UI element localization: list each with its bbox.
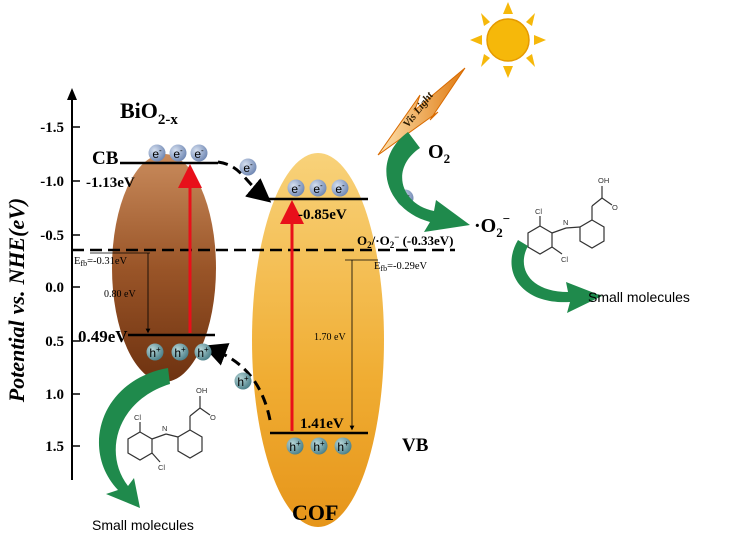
- bio2-electrons: [148, 144, 208, 162]
- y-tick-label: 0.0: [45, 280, 64, 296]
- bio2-gap-label: 0.80 eV: [104, 289, 136, 300]
- molecule-atom-label: N: [563, 218, 568, 227]
- hole-icon: [286, 437, 304, 455]
- electron-icon: [309, 179, 327, 197]
- cof-vb-value: 1.41eV: [300, 416, 344, 432]
- hole-label: h+: [289, 439, 301, 454]
- cof-gap-label: 1.70 eV: [314, 332, 346, 343]
- electron-icon: [287, 179, 305, 197]
- bio2-title: BiO2-x: [120, 98, 178, 128]
- diclofenac-labels-right: Cl Cl N OH O: [535, 176, 618, 264]
- electron-label: e-: [335, 181, 345, 196]
- electron-transfer-arrow: [217, 160, 272, 203]
- redox-label: O2/·O2− (-0.33eV): [357, 232, 453, 250]
- molecule-atom-label: O: [612, 203, 618, 212]
- bio2-vb-value: 0.49eV: [78, 327, 128, 346]
- electron-icon: [148, 144, 166, 162]
- hole-label: h+: [337, 439, 349, 454]
- hole-icon: [171, 343, 189, 361]
- electron-icon: [331, 179, 349, 197]
- superoxide-label: ·O2−: [474, 211, 510, 240]
- y-tick-label: -1.0: [40, 174, 64, 190]
- hole-label: h+: [313, 439, 325, 454]
- cof-vb-label: VB: [402, 435, 429, 456]
- y-tick-label: -1.5: [40, 120, 64, 136]
- cof-electron-labels: e- e- e-: [291, 181, 345, 196]
- bio2-cb-value: -1.13eV: [86, 175, 135, 191]
- hole-label: h+: [197, 345, 209, 360]
- electron-label: e-: [173, 146, 183, 161]
- cof-holes: [286, 437, 352, 455]
- electron-icon: [169, 144, 187, 162]
- degradation-arrow-right: [511, 240, 602, 313]
- cof-title: COF: [292, 500, 338, 525]
- y-tick-label: 1.0: [45, 387, 64, 403]
- electron-icon: [190, 144, 208, 162]
- hole-label: h+: [237, 374, 249, 389]
- o2-reduction-arrow: [386, 132, 470, 232]
- vis-light-bolt-icon: [377, 67, 466, 156]
- products-left-label: Small molecules: [92, 517, 194, 533]
- cof-electrons: [287, 179, 349, 197]
- molecule-atom-label: OH: [196, 386, 207, 395]
- diclofenac-labels-left: Cl Cl N OH O: [134, 386, 216, 472]
- y-tick-label: 1.5: [45, 439, 64, 455]
- svg-text:Potentialvs.NHE(eV): Potential vs. NHE(eV): [4, 198, 29, 403]
- y-tick-label: 0.5: [45, 334, 64, 350]
- electron-label: e-: [313, 181, 323, 196]
- y-tick-labels: -1.5 -1.0 -0.5 0.0 0.5 1.0 1.5: [40, 120, 64, 455]
- y-axis-title-potential: Potential: [4, 319, 29, 403]
- molecule-atom-label: Cl: [561, 255, 568, 264]
- hole-transfer-arrow: [202, 343, 272, 421]
- diclofenac-molecule-right: [527, 186, 613, 255]
- cof-efb-label: Efb=-0.29eV: [374, 261, 428, 273]
- hole-icon: [334, 437, 352, 455]
- cof-hole-labels: h+ h+ h+: [289, 439, 349, 454]
- bio2-electron-labels: e- e- e-: [152, 146, 204, 161]
- products-right-label: Small molecules: [588, 289, 690, 305]
- molecule-atom-label: N: [162, 424, 167, 433]
- y-axis-title-vs: vs.: [4, 291, 29, 315]
- electron-label: e-: [291, 181, 301, 196]
- hole-label: h+: [174, 345, 186, 360]
- molecule-atom-label: Cl: [535, 207, 542, 216]
- bio2-hole-labels: h+ h+ h+: [149, 345, 209, 360]
- hole-icon: [310, 437, 328, 455]
- y-axis-title-nhe: NHE(eV): [4, 198, 29, 286]
- electron-label: e-: [152, 146, 162, 161]
- y-axis-arrow: [67, 88, 77, 100]
- molecule-atom-label: O: [210, 413, 216, 422]
- y-axis-ticks: [72, 126, 80, 447]
- electron-label: e-: [194, 146, 204, 161]
- degradation-arrow-left: [98, 368, 170, 508]
- hole-icon: [194, 343, 212, 361]
- o2-label: O2: [428, 141, 450, 166]
- bio2-efb-label: Efb=-0.31eV: [74, 256, 128, 268]
- bio2-cb-label: CB: [92, 148, 119, 169]
- hole-icon: [146, 343, 164, 361]
- diclofenac-molecule-left: [127, 396, 211, 463]
- hole-label: h+: [149, 345, 161, 360]
- hole-icon: [234, 372, 252, 390]
- cof-cb-value: -0.85eV: [298, 207, 347, 223]
- y-tick-label: -0.5: [40, 228, 64, 244]
- y-axis-title: Potential vs. NHE(eV): [4, 198, 29, 403]
- molecule-atom-label: OH: [598, 176, 609, 185]
- sun-icon: [470, 2, 546, 78]
- electron-label: e-: [243, 160, 253, 175]
- molecule-atom-label: Cl: [134, 413, 141, 422]
- electron-icon: [239, 158, 257, 176]
- bio2-holes: [146, 343, 212, 361]
- molecule-atom-label: Cl: [158, 463, 165, 472]
